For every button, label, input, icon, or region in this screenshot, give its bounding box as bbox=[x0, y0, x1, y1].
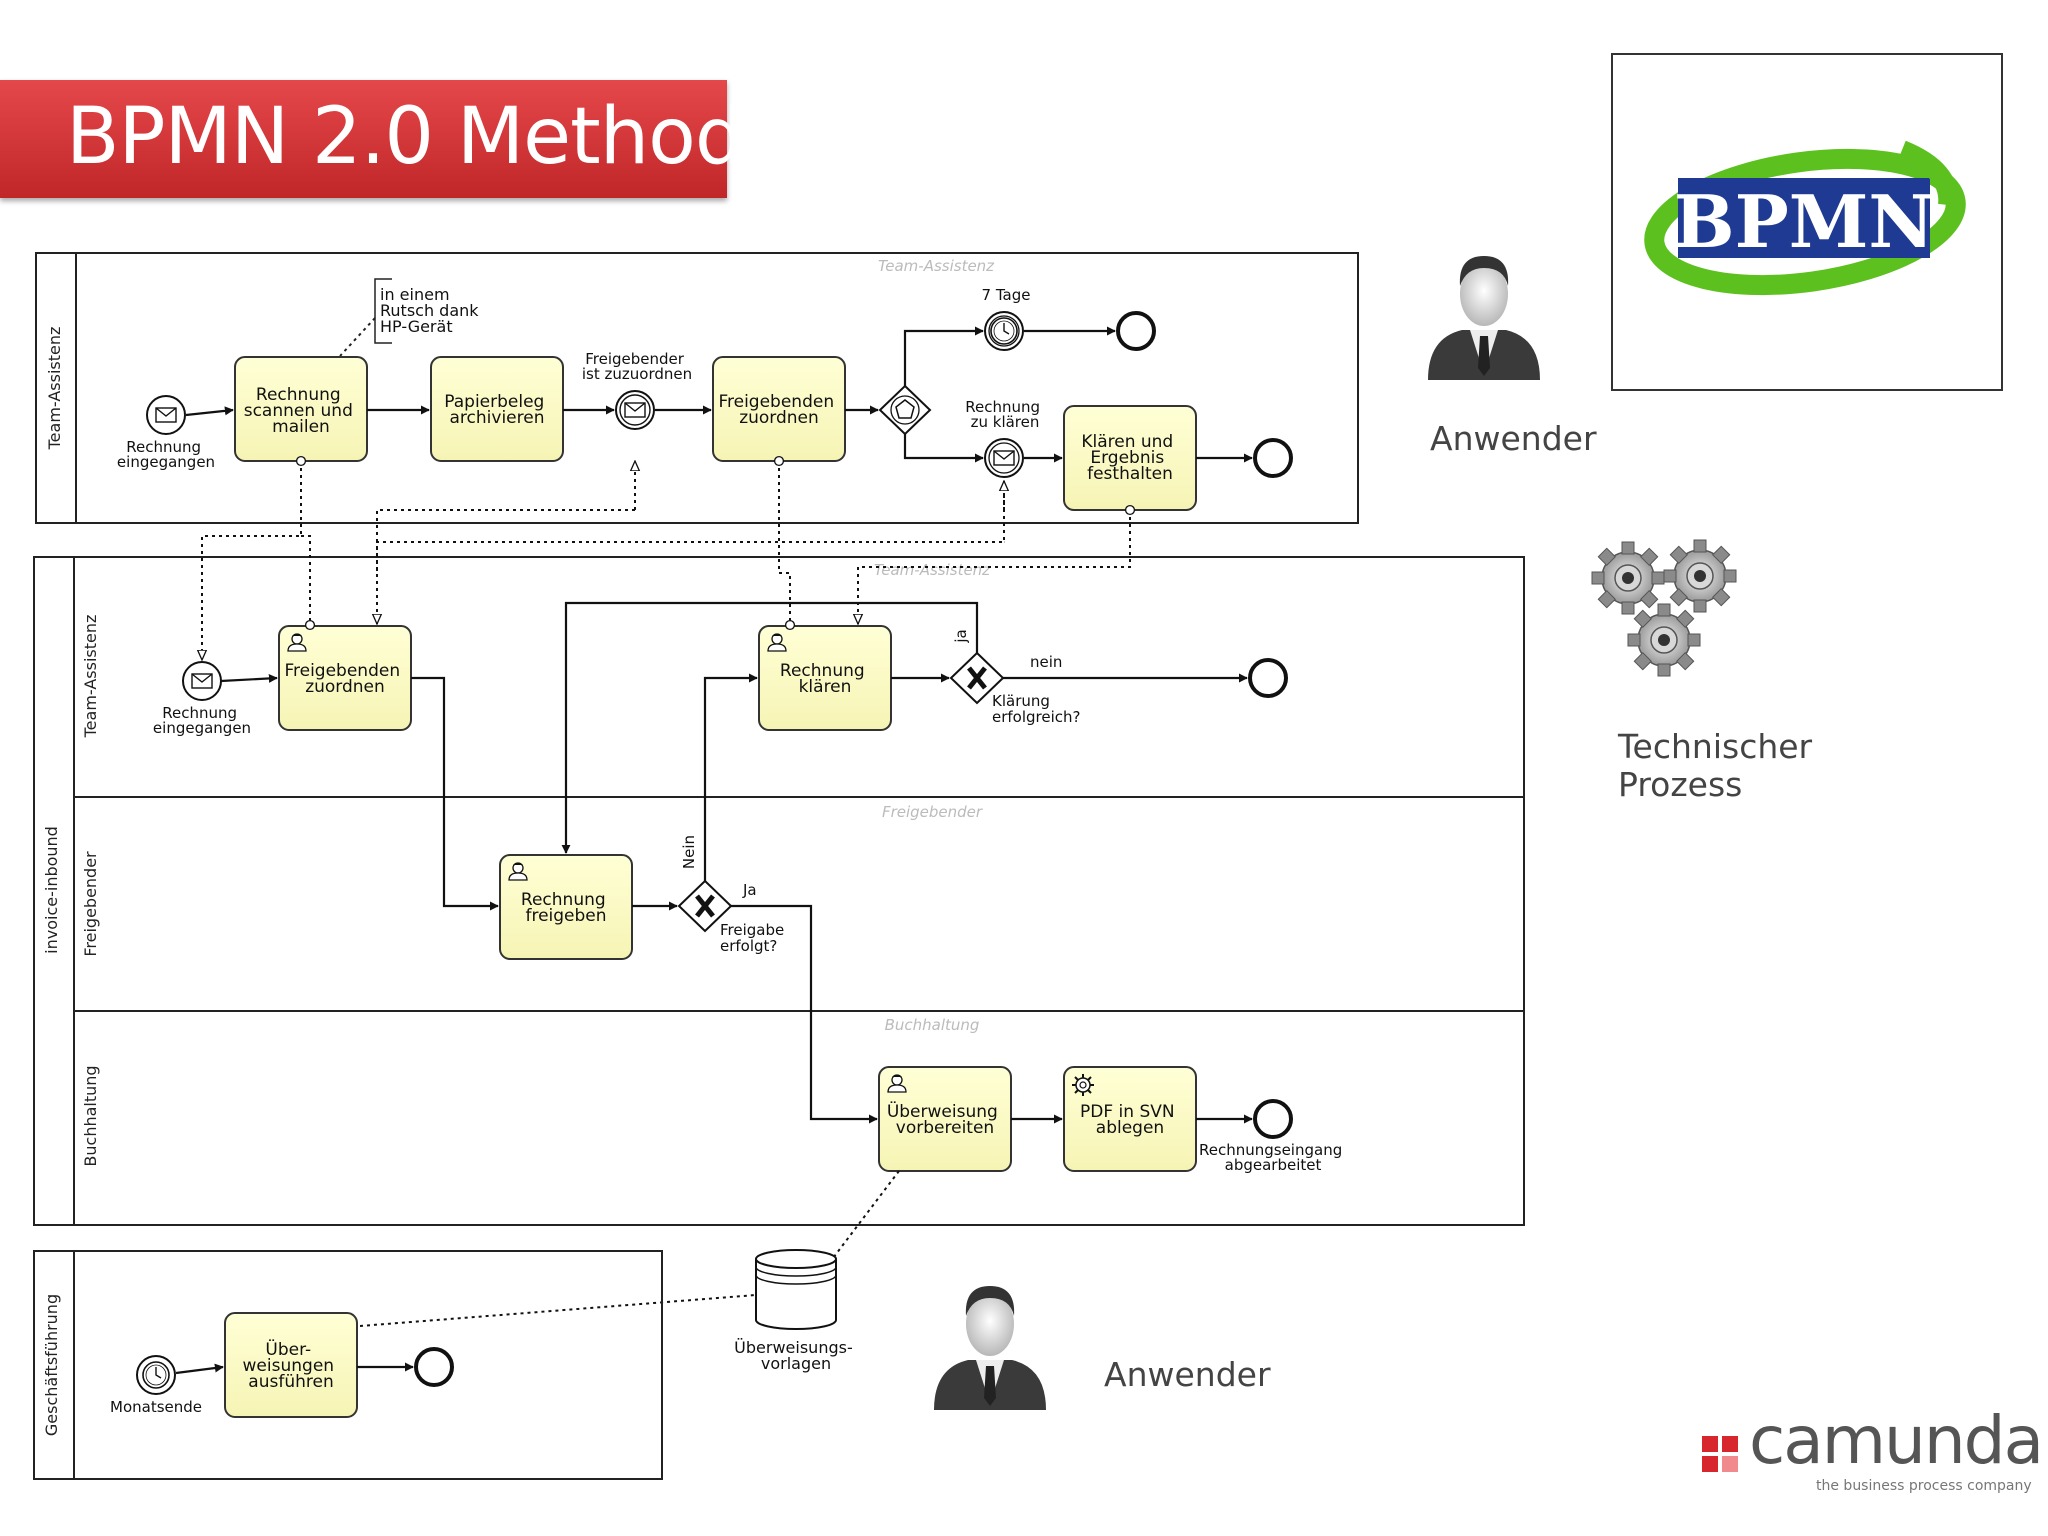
svg-text:Freigebenden zuordnen: Freigebenden zuordnen bbox=[718, 392, 839, 428]
task-approve-invoice[interactable]: Rechnung freigeben bbox=[499, 854, 633, 960]
data-store-transfer-templates[interactable] bbox=[755, 1249, 837, 1330]
bpmn-logo: BPMN bbox=[1644, 140, 1966, 296]
svg-text:PDF in SVN ablegen: PDF in SVN ablegen bbox=[1080, 1102, 1180, 1138]
annotation-bracket bbox=[374, 278, 392, 344]
message-flows bbox=[202, 455, 1130, 1327]
title-banner: BPMN 2.0 Methodik bbox=[0, 80, 809, 198]
lane-label-freigebender: Freigebender bbox=[81, 851, 100, 957]
svg-text:Rechnung scannen und: Rechnung scannen und mailen bbox=[244, 385, 359, 437]
intermediate-message-event-clarify[interactable] bbox=[984, 438, 1024, 478]
timer-event-7-days[interactable] bbox=[984, 311, 1024, 351]
user-avatar-bottom bbox=[934, 1286, 1046, 1410]
user-avatar-top bbox=[1428, 256, 1540, 380]
timer-label-7-days: 7 Tage bbox=[982, 286, 1031, 304]
timer-start-event-month-end[interactable] bbox=[136, 1355, 176, 1395]
flow-label-ja: ja bbox=[952, 629, 970, 643]
pool-geschaeftsfuehrung bbox=[33, 1250, 663, 1480]
task-archive-receipt[interactable]: Papierbeleg archivieren bbox=[430, 356, 564, 462]
end-event-processed-label: Rechnungseingang abgearbeitet bbox=[1199, 1141, 1347, 1174]
flow-label-nein-approval: Nein bbox=[680, 835, 698, 869]
service-task-gear-icon bbox=[1072, 1074, 1094, 1096]
gears-icon bbox=[1591, 539, 1737, 677]
technical-process-label-line1: Technischer bbox=[1618, 727, 1813, 766]
timer-month-end-label: Monatsende bbox=[110, 1398, 202, 1416]
end-event-transfers-done[interactable] bbox=[414, 1347, 454, 1387]
task-prepare-transfer[interactable]: Überweisung vorbereiten bbox=[878, 1066, 1012, 1172]
gateway-approval-given[interactable] bbox=[677, 879, 733, 933]
pool-top-lane-header: Team-Assistenz bbox=[878, 257, 995, 275]
end-event-invoice-processed[interactable] bbox=[1253, 1099, 1293, 1139]
svg-text:BPMN: BPMN bbox=[1674, 179, 1935, 264]
sequence-flows-invoice bbox=[220, 601, 1253, 1124]
pool-top-lane-label: Team-Assistenz bbox=[45, 327, 64, 451]
gateway-approval-label: Freigabe erfolgt? bbox=[720, 921, 789, 955]
user-label-bottom: Anwender bbox=[1104, 1355, 1271, 1394]
end-event-clarified[interactable] bbox=[1253, 438, 1293, 478]
lane-label-buchhaltung: Buchhaltung bbox=[81, 1065, 100, 1166]
sequence-flows-top bbox=[185, 326, 1253, 463]
end-event-timeout[interactable] bbox=[1116, 311, 1156, 351]
svg-text:Rechnung freigeben: Rechnung freigeben bbox=[521, 890, 611, 926]
event-clarify-label: Rechnung zu klären bbox=[965, 398, 1045, 431]
lane-header-buchhaltung: Buchhaltung bbox=[885, 1016, 980, 1034]
flow-label-ja-approval: Ja bbox=[742, 881, 757, 899]
start-event-message-invoice[interactable] bbox=[182, 661, 222, 701]
svg-text:Freigebenden zuordnen: Freigebenden zuordnen bbox=[284, 661, 405, 697]
data-store-label: Überweisungs- vorlagen bbox=[734, 1338, 858, 1373]
svg-text:Rechnung klären: Rechnung klären bbox=[780, 661, 870, 697]
svg-text:Überweisung vorbereiten: Überweisung vorbereiten bbox=[887, 1100, 1003, 1138]
start-event-message-top[interactable] bbox=[146, 395, 186, 435]
technical-process-label-line2: Prozess bbox=[1618, 765, 1743, 804]
camunda-logo-mark bbox=[1702, 1436, 1738, 1472]
event-approver-label: Freigebender ist zuzuordnen bbox=[582, 350, 692, 383]
pool-team-assistenz bbox=[35, 252, 1359, 524]
task-clarify-invoice[interactable]: Rechnung klären bbox=[758, 625, 892, 731]
slide-title: BPMN 2.0 Methodik bbox=[66, 92, 809, 182]
end-event-clarification-failed[interactable] bbox=[1248, 658, 1288, 698]
gateway-clarification-successful[interactable] bbox=[949, 651, 1005, 705]
annotation-text: in einem Rutsch dank HP-Gerät bbox=[380, 285, 484, 336]
svg-text:Klären und Ergebnis: Klären und Ergebnis festhalten bbox=[1081, 432, 1178, 484]
lane-label-team-assistenz: Team-Assistenz bbox=[81, 615, 100, 739]
task-assign-approver-top[interactable]: Freigebenden zuordnen bbox=[712, 356, 846, 462]
task-assign-approver[interactable]: Freigebenden zuordnen bbox=[278, 625, 412, 731]
camunda-logo-text: camunda bbox=[1749, 1402, 2044, 1479]
task-execute-transfers[interactable]: Über- weisungen ausführen bbox=[224, 1312, 358, 1418]
task-store-pdf-svn[interactable]: PDF in SVN ablegen bbox=[1063, 1066, 1197, 1172]
task-scan-invoice[interactable]: Rechnung scannen und mailen bbox=[234, 356, 368, 462]
start-event-top-label: Rechnung eingegangen bbox=[117, 438, 215, 471]
pool-invoice-label: invoice-inbound bbox=[42, 826, 61, 954]
pool-mgmt-label: Geschäftsführung bbox=[42, 1294, 61, 1436]
camunda-tagline: the business process company bbox=[1816, 1478, 2032, 1494]
annotation-link bbox=[339, 317, 376, 357]
lane-header-team-assistenz: Team-Assistenz bbox=[874, 561, 991, 579]
sequence-flows-mgmt bbox=[175, 1362, 414, 1375]
intermediate-message-event-approver[interactable] bbox=[615, 390, 655, 430]
user-label-top: Anwender bbox=[1430, 419, 1597, 458]
svg-text:Papierbeleg archivieren: Papierbeleg archivieren bbox=[444, 392, 550, 428]
gateway-clarification-label: Klärung erfolgreich? bbox=[992, 692, 1081, 726]
task-clarify-and-record[interactable]: Klären und Ergebnis festhalten bbox=[1063, 405, 1197, 511]
flow-label-nein: nein bbox=[1030, 653, 1062, 671]
lane-header-freigebender: Freigebender bbox=[882, 803, 983, 821]
start-event-invoice-label: Rechnung eingegangen bbox=[153, 704, 251, 737]
event-based-gateway[interactable] bbox=[878, 384, 932, 436]
svg-text:Über- weisungen au: Über- weisungen ausführen bbox=[243, 1338, 340, 1392]
